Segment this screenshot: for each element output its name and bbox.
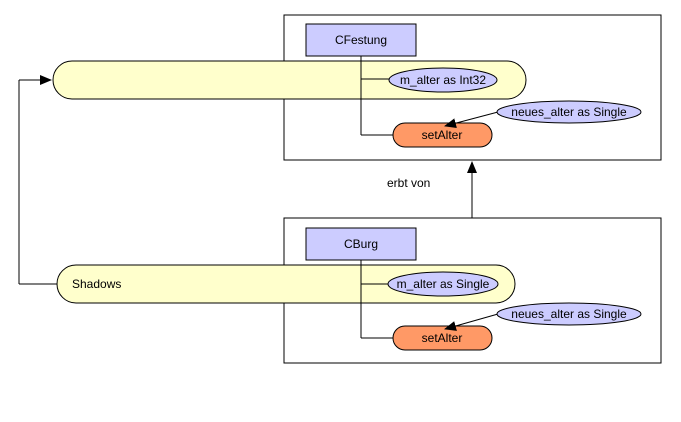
bottom-connectors bbox=[360, 260, 393, 339]
bottom-method-label: setAlter bbox=[422, 331, 463, 345]
top-param-ellipse bbox=[496, 100, 642, 124]
top-method-label: setAlter bbox=[422, 128, 463, 142]
shadows-connector bbox=[18, 80, 57, 285]
top-field-ellipse bbox=[388, 67, 498, 93]
top-class-box bbox=[305, 23, 417, 57]
top-param-label: neues_alter as Single bbox=[511, 105, 627, 119]
bottom-class-name: CBurg bbox=[344, 237, 378, 251]
top-param-arrow bbox=[444, 111, 499, 129]
bottom-field-label: m_alter as Single bbox=[397, 277, 490, 291]
inheritance-label: erbt von bbox=[387, 176, 430, 190]
bottom-class-box bbox=[305, 227, 417, 261]
top-class-name: CFestung bbox=[335, 33, 387, 47]
shadows-label: Shadows bbox=[72, 277, 121, 291]
top-method-pill bbox=[392, 122, 493, 148]
top-connectors bbox=[360, 56, 393, 136]
bottom-param-label: neues_alter as Single bbox=[511, 307, 627, 321]
bottom-param-ellipse bbox=[496, 302, 642, 326]
bottom-param-arrow bbox=[444, 313, 499, 331]
top-field-label: m_alter as Int32 bbox=[400, 73, 486, 87]
bottom-method-pill bbox=[392, 325, 493, 351]
bottom-field-ellipse bbox=[387, 271, 499, 297]
